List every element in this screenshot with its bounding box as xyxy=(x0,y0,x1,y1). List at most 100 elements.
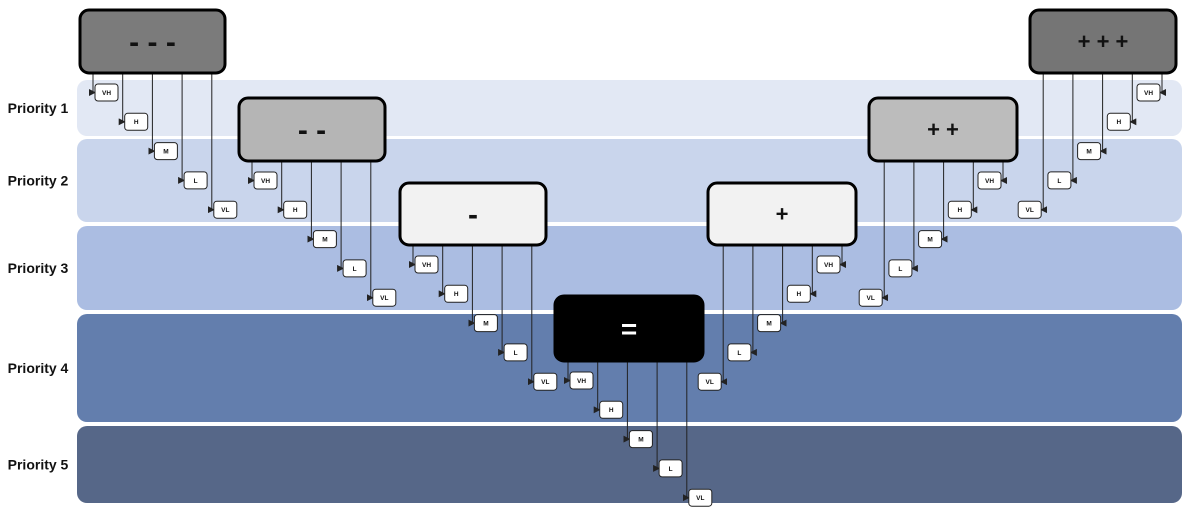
priority-label-4: Priority 4 xyxy=(8,360,69,376)
priority-label-3: Priority 3 xyxy=(8,260,69,276)
connector-pos1-m xyxy=(779,245,787,327)
sublevel-label-pos3-h: H xyxy=(1116,119,1121,126)
sublevel-label-neg3-vh: VH xyxy=(102,90,111,97)
connector-neg2-m xyxy=(307,161,315,243)
sublevel-box-pos3-h xyxy=(1106,112,1131,131)
connector-neg2-l xyxy=(337,161,345,272)
sublevel-label-neg2-vh: VH xyxy=(261,178,270,185)
sublevel-label-pos1-m: M xyxy=(766,321,771,328)
sublevel-label-neg3-m: M xyxy=(163,149,168,156)
connector-pos1-l xyxy=(749,245,757,356)
sublevel-box-neg3-m xyxy=(153,142,178,161)
priority-band-4 xyxy=(77,314,1182,422)
category-box-neg1 xyxy=(398,181,548,247)
category-box-neg3 xyxy=(78,8,227,75)
sublevel-label-pos3-m: M xyxy=(1086,149,1091,156)
connector-neg3-m xyxy=(148,73,156,155)
priority-label-1: Priority 1 xyxy=(8,100,69,116)
connector-neutral-m xyxy=(623,361,631,443)
sublevel-box-neutral-l xyxy=(658,459,683,478)
connector-neg2-h xyxy=(277,161,285,214)
priority-band-5 xyxy=(77,426,1182,503)
category-label-neg2: - - xyxy=(298,114,326,147)
sublevel-label-pos3-vl: VL xyxy=(1026,207,1034,214)
connector-neg1-vh xyxy=(409,245,416,268)
sublevel-box-neg2-vl xyxy=(372,288,397,307)
sublevel-label-neutral-vh: VH xyxy=(577,378,586,385)
sublevel-label-neg3-l: L xyxy=(194,178,198,185)
connector-neg1-h xyxy=(438,245,446,298)
priority-label-2: Priority 2 xyxy=(8,173,69,189)
connector-pos2-vh xyxy=(1000,161,1007,184)
sublevel-label-pos3-l: L xyxy=(1057,178,1061,185)
category-label-pos3: + + + xyxy=(1078,29,1129,54)
sublevel-box-pos3-vh xyxy=(1136,83,1161,102)
sublevel-box-pos1-h xyxy=(786,284,811,303)
sublevel-box-neg1-vl xyxy=(533,372,558,391)
sublevel-box-pos3-vl xyxy=(1017,200,1042,219)
sublevel-label-neg1-m: M xyxy=(483,321,488,328)
sublevel-label-pos3-vh: VH xyxy=(1144,90,1153,97)
connector-neutral-vh xyxy=(564,361,571,384)
sublevel-box-neutral-vl xyxy=(688,488,713,507)
connector-pos2-m xyxy=(940,161,948,243)
sublevel-label-neg2-l: L xyxy=(353,266,357,273)
sublevel-box-pos2-h xyxy=(947,200,972,219)
connector-neg3-h xyxy=(118,73,126,126)
sublevel-box-neg2-m xyxy=(312,230,337,249)
category-label-neg1: - xyxy=(468,199,478,232)
connector-lines xyxy=(89,73,1166,502)
sublevel-box-neg3-l xyxy=(183,171,208,190)
sublevel-box-pos2-m xyxy=(918,230,943,249)
sublevel-box-neg3-vl xyxy=(213,200,238,219)
sublevel-label-pos2-l: L xyxy=(898,266,902,273)
connector-pos3-h xyxy=(1129,73,1137,126)
priority-band-3 xyxy=(77,226,1182,310)
connector-pos1-vl xyxy=(720,245,728,386)
category-label-pos2: + + xyxy=(927,117,959,142)
sublevel-label-neutral-m: M xyxy=(638,437,643,444)
category-label-neg3: - - - xyxy=(129,26,176,59)
sublevel-label-pos2-m: M xyxy=(927,237,932,244)
category-box-pos1 xyxy=(706,181,858,247)
sublevel-label-neutral-vl: VL xyxy=(696,495,704,502)
sublevel-box-pos3-m xyxy=(1077,142,1102,161)
sublevel-box-pos2-vl xyxy=(858,288,883,307)
connector-neutral-l xyxy=(653,361,661,472)
category-label-neutral: = xyxy=(621,313,637,344)
connector-pos1-h xyxy=(809,245,817,298)
sublevel-box-neutral-vh xyxy=(569,371,594,390)
sublevel-box-pos1-vh xyxy=(816,255,841,274)
sublevel-label-neg2-m: M xyxy=(322,237,327,244)
sublevel-label-neg1-vh: VH xyxy=(422,262,431,269)
connector-neg3-vh xyxy=(89,73,96,96)
sublevel-label-neg2-vl: VL xyxy=(380,295,388,302)
sublevel-box-pos3-l xyxy=(1047,171,1072,190)
sublevel-label-pos1-h: H xyxy=(796,291,801,298)
connector-pos3-vl xyxy=(1040,73,1048,214)
category-box-pos3 xyxy=(1028,8,1178,75)
connector-neg1-vl xyxy=(527,245,535,386)
connector-neutral-vl xyxy=(682,361,690,502)
sublevel-box-pos1-m xyxy=(757,314,782,333)
priority-label-5: Priority 5 xyxy=(8,457,69,473)
connector-neutral-h xyxy=(593,361,601,414)
sublevel-box-neg2-vh xyxy=(253,171,278,190)
connector-pos3-m xyxy=(1099,73,1107,155)
connector-neg1-l xyxy=(498,245,506,356)
sublevel-label-pos1-l: L xyxy=(737,350,741,357)
sublevel-box-neg3-h xyxy=(124,112,149,131)
sublevel-label-neg1-vl: VL xyxy=(541,379,549,386)
sublevel-box-neg1-h xyxy=(444,284,469,303)
sublevel-box-pos1-vl xyxy=(697,372,722,391)
connector-neg3-vl xyxy=(207,73,215,214)
sublevel-label-neg1-h: H xyxy=(454,291,459,298)
sublevel-box-neg1-vh xyxy=(414,255,439,274)
sublevel-box-pos2-l xyxy=(888,259,913,278)
category-box-pos2 xyxy=(867,96,1019,163)
sublevel-label-pos2-h: H xyxy=(957,207,962,214)
category-label-pos1: + xyxy=(776,202,789,227)
sublevel-box-neg2-l xyxy=(342,259,367,278)
